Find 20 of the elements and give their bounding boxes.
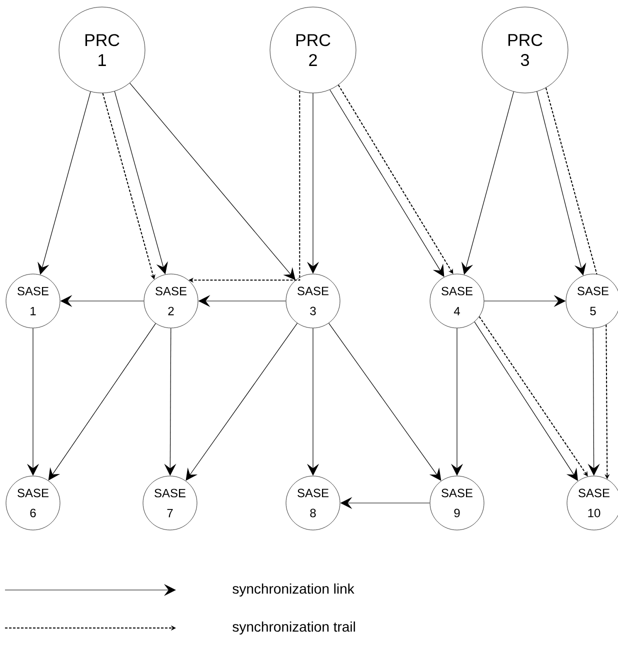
circle-node: PRC 3 bbox=[482, 6, 568, 94]
legend-label: synchronization link bbox=[232, 583, 354, 597]
arrow bbox=[330, 89, 444, 277]
circle-node: PRC 2 bbox=[270, 6, 356, 94]
circle-node: SASE 9 bbox=[430, 476, 484, 530]
arrow bbox=[114, 91, 168, 274]
dashed-line bbox=[545, 87, 598, 275]
circle-node: SASE 7 bbox=[142, 476, 198, 530]
circle-node: SASE 3 bbox=[286, 274, 340, 328]
circle-node: SASE 8 bbox=[286, 476, 340, 530]
circle-node: SASE 4 bbox=[430, 274, 484, 328]
circle-node: PRC 1 bbox=[58, 6, 146, 94]
circle-node: SASE 6 bbox=[6, 476, 60, 530]
dashed-arrow bbox=[478, 316, 588, 476]
legend-label: synchronization trail bbox=[232, 621, 355, 635]
arrow bbox=[186, 322, 298, 481]
circle-node: SASE 2 bbox=[144, 274, 198, 328]
circle-node: SASE 1 bbox=[6, 274, 60, 328]
arrow bbox=[474, 322, 578, 481]
arrow bbox=[328, 322, 442, 481]
